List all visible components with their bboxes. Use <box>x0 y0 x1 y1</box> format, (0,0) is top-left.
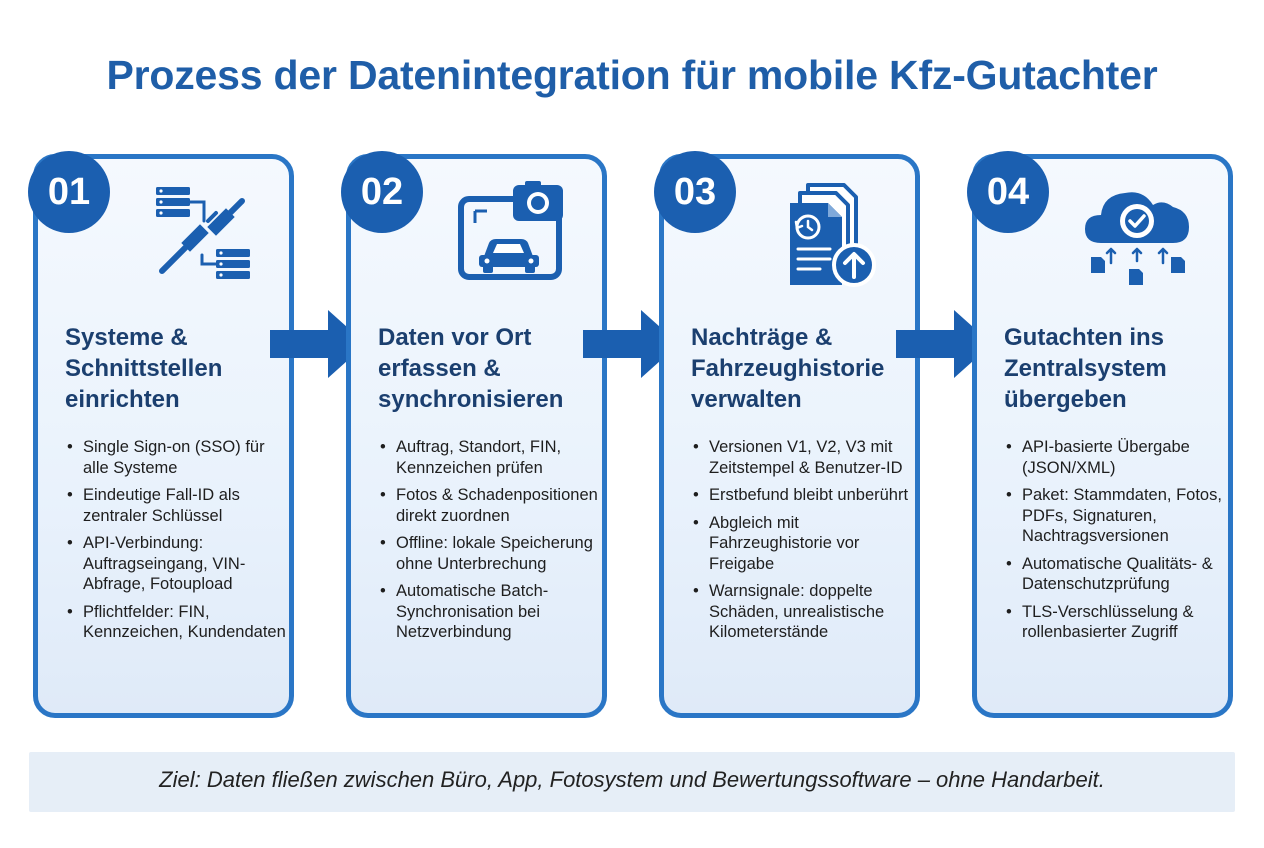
step-bullet-list: Auftrag, Standort, FIN, Kennzeichen prüf… <box>378 437 600 650</box>
list-item: Abgleich mit Fahrzeughistorie vor Freiga… <box>691 513 913 575</box>
step-title: Daten vor Ort erfassen & synchronisieren <box>378 324 564 413</box>
step-number-badge: 04 <box>967 151 1049 233</box>
step-number-badge: 02 <box>341 151 423 233</box>
list-item: Automatische Qualitäts- & Datenschutzprü… <box>1004 554 1226 595</box>
list-item: Offline: lokale Speicherung ohne Unterbr… <box>378 533 600 574</box>
list-item: Versionen V1, V2, V3 mit Zeitstempel & B… <box>691 437 913 478</box>
server-plug-icon <box>156 187 250 279</box>
step-bullet-list: API-basierte Übergabe (JSON/XML) Paket: … <box>1004 437 1226 650</box>
document-history-upload-icon <box>790 183 876 287</box>
right-arrow-icon <box>583 310 679 378</box>
list-item: Erstbefund bleibt unberührt <box>691 485 913 506</box>
list-item: Fotos & Schadenpositionen direkt zuordne… <box>378 485 600 526</box>
step-title: Systeme & Schnittstellen einrichten <box>65 324 223 413</box>
page-title: Prozess der Datenintegration für mobile … <box>106 52 1158 98</box>
list-item: Eindeutige Fall-ID als zentraler Schlüss… <box>65 485 287 526</box>
goal-banner: Ziel: Daten fließen zwischen Büro, App, … <box>29 752 1235 812</box>
list-item: TLS-Verschlüsselung & rollenbasierter Zu… <box>1004 602 1226 643</box>
list-item: API-basierte Übergabe (JSON/XML) <box>1004 437 1226 478</box>
list-item: Warnsignale: doppelte Schäden, unrealist… <box>691 581 913 643</box>
step-bullet-list: Versionen V1, V2, V3 mit Zeitstempel & B… <box>691 437 913 650</box>
step-number-badge: 03 <box>654 151 736 233</box>
right-arrow-icon <box>896 310 992 378</box>
list-item: Single Sign-on (SSO) für alle Systeme <box>65 437 287 478</box>
list-item: API-Verbindung: Auftragseingang, VIN-Abf… <box>65 533 287 595</box>
step-card-4: 04 Gutachten ins Zentralsystem übergeben… <box>967 151 1233 718</box>
list-item: Pflichtfelder: FIN, Kennzeichen, Kundend… <box>65 602 287 643</box>
cloud-check-documents-icon <box>1085 192 1189 285</box>
step-number-badge: 01 <box>28 151 110 233</box>
step-bullet-list: Single Sign-on (SSO) für alle Systeme Ei… <box>65 437 287 650</box>
step-title: Gutachten ins Zentralsystem übergeben <box>1004 324 1167 413</box>
right-arrow-icon <box>270 310 366 378</box>
tablet-camera-car-icon <box>458 181 563 280</box>
list-item: Automatische Batch-Synchronisation bei N… <box>378 581 600 643</box>
step-card-1: 01 Systeme & Schnittstellen <box>28 151 294 718</box>
step-title: Nachträge & Fahrzeughistorie verwalten <box>691 324 885 413</box>
step-card-3: 03 Nachträge & Fahrzeughistorie verwalte… <box>654 151 920 718</box>
step-card-2: 02 Daten vor Ort erfassen & synchronisie… <box>341 151 607 718</box>
list-item: Paket: Stammdaten, Fotos, PDFs, Signatur… <box>1004 485 1226 547</box>
list-item: Auftrag, Standort, FIN, Kennzeichen prüf… <box>378 437 600 478</box>
